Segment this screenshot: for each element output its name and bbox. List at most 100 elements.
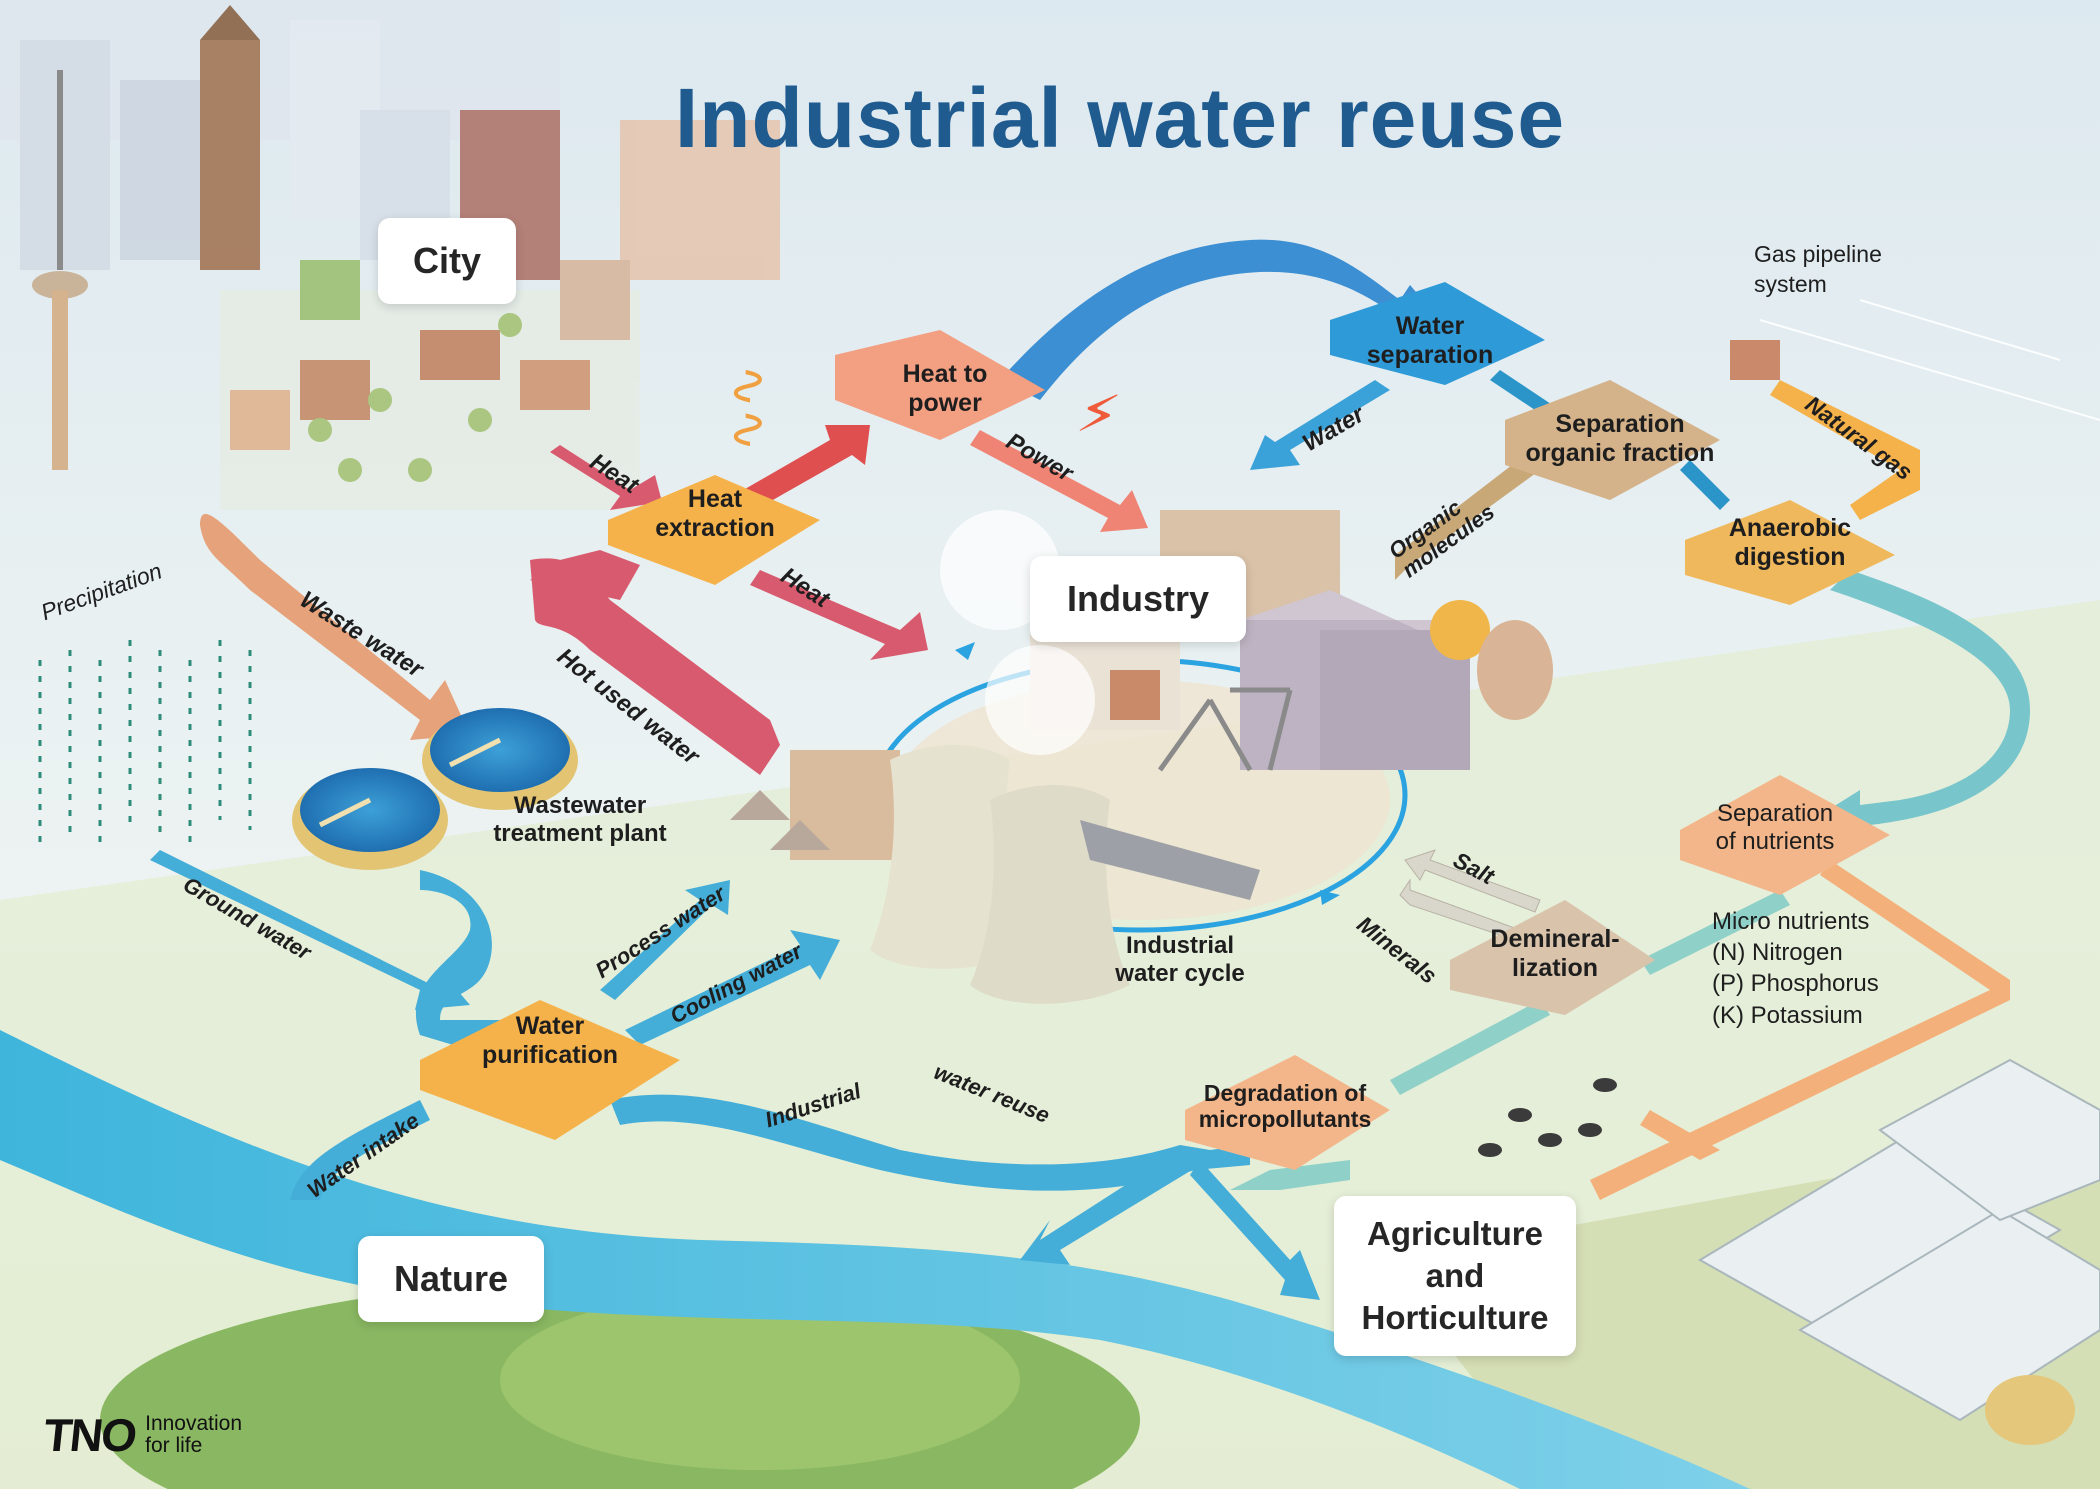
- wastewater-plant-line1: Wastewater: [513, 792, 647, 819]
- gas-pipeline-box: [1730, 340, 1780, 380]
- nutrient-potassium: (K) Potassium: [1712, 1001, 1863, 1029]
- degradation-line2: micropollutants: [1198, 1106, 1372, 1133]
- heat-extraction-line1: Heat: [687, 485, 743, 513]
- water-purification-line1: Water: [515, 1012, 585, 1040]
- tv-tower: [32, 70, 88, 470]
- heat-to-power-label: Heat to power: [870, 360, 1020, 418]
- micro-nutrients-list: Micro nutrients (N) Nitrogen (P) Phospho…: [1712, 906, 1879, 1031]
- heat-to-power-line1: Heat to: [902, 360, 988, 388]
- micro-nutrients-heading: Micro nutrients: [1712, 908, 1870, 935]
- water-purification-line2: purification: [481, 1040, 619, 1069]
- natural-gas-arrow: [1770, 380, 1920, 520]
- demineralization-label: Demineral- lization: [1480, 925, 1630, 983]
- agriculture-label-1: Agriculture: [1366, 1214, 1544, 1252]
- industrial-cycle-line1: Industrial: [1125, 932, 1234, 959]
- city-label: City: [412, 240, 481, 281]
- plate-anaerobic: [1685, 500, 1895, 605]
- page-title: Industrial water reuse: [674, 71, 1566, 165]
- cows: [1478, 1078, 1617, 1157]
- precipitation-lines: [38, 640, 252, 850]
- plate-water-purification: [420, 1000, 680, 1140]
- degradation-to-demin: [1390, 1000, 1550, 1095]
- reuse-branch-right: [1190, 1160, 1320, 1300]
- separation-organic-line2: organic fraction: [1525, 438, 1715, 467]
- heat-to-power-line2: power: [908, 388, 982, 417]
- degradation-line1: Degradation of: [1203, 1080, 1367, 1106]
- water-separation-line1: Water: [1395, 312, 1465, 340]
- city-card: City: [378, 218, 516, 304]
- separation-organic-label: Separation organic fraction: [1510, 410, 1730, 468]
- industry-card: Industry: [1030, 556, 1246, 642]
- nature-label: Nature: [393, 1258, 509, 1299]
- demin-to-separation: [1640, 890, 1790, 975]
- hot-used-water-arrow: [530, 558, 780, 775]
- organic-molecules-arrow: [1395, 455, 1540, 580]
- demineralization-line1: Demineral-: [1490, 925, 1620, 953]
- nutrient-nitrogen: (N) Nitrogen: [1712, 939, 1843, 967]
- wwtp-outflow-arrow: [415, 870, 520, 1050]
- demineralization-line2: lization: [1511, 953, 1599, 982]
- plate-degradation: [1185, 1055, 1390, 1170]
- agri-feed-arrow: [1230, 1160, 1350, 1190]
- nutrient-pipe: [1590, 860, 2010, 1200]
- nature-card: Nature: [358, 1236, 544, 1322]
- agriculture-label-2: and: [1425, 1256, 1485, 1294]
- water-separation-label: Water separation: [1355, 312, 1505, 370]
- heat-extraction-label: Heat extraction: [640, 485, 790, 543]
- agriculture-label-3: Horticulture: [1361, 1299, 1549, 1337]
- separation-organic-line1: Separation: [1555, 410, 1685, 438]
- separation-nutrients-label: Separation of nutrients: [1700, 800, 1850, 855]
- water-purification-label: Water purification: [475, 1012, 625, 1070]
- heat-wave-icon: ∿∿: [718, 364, 779, 452]
- separation-nutrients-line2: of nutrients: [1715, 827, 1835, 855]
- gas-pipeline-line2: system: [1754, 270, 1827, 297]
- logo-tagline-2: for life: [145, 1434, 203, 1457]
- plate-separation-organic: [1505, 380, 1720, 500]
- crane: [1157, 687, 1293, 772]
- ground-water-arrow: [150, 850, 470, 1010]
- heat-right-arrow: [750, 570, 928, 660]
- gas-pipeline-line1: Gas pipeline: [1754, 241, 1882, 267]
- water-return-arrow: [1250, 380, 1390, 470]
- salt-arrow: [1404, 849, 1541, 913]
- tno-logo: TNO Innovation for life: [41, 1408, 243, 1462]
- river: [0, 1030, 1750, 1489]
- cooling-water-arrow: [625, 930, 840, 1045]
- heat-left-arrow: [550, 445, 662, 510]
- logo-tagline-1: Innovation: [145, 1411, 243, 1435]
- plate-heat-to-power: [835, 330, 1045, 440]
- anaerobic-line1: Anaerobic: [1728, 514, 1852, 542]
- nutrient-phosphorus: (P) Phosphorus: [1712, 970, 1879, 998]
- industrial-cycle-line2: water cycle: [1115, 959, 1245, 987]
- water-intake-arrow: [290, 1100, 430, 1200]
- plate-separation-nutrients: [1680, 775, 1890, 895]
- nutrient-loop-arrow: [1820, 570, 2030, 840]
- process-water-arrow: [600, 880, 730, 1000]
- greenhouses: [1698, 1058, 2100, 1422]
- power-arrow: [970, 430, 1148, 532]
- anaerobic-label: Anaerobic digestion: [1715, 514, 1865, 572]
- wastewater-plant-line2: treatment plant: [493, 819, 667, 847]
- top-loop-arrow: [1000, 239, 1440, 400]
- reuse-branch-down: [1020, 1150, 1200, 1265]
- water-separation-line2: separation: [1366, 340, 1494, 369]
- wastewater-plant-label: Wastewater treatment plant: [480, 792, 680, 847]
- ship: [1080, 820, 1260, 900]
- anaerobic-line2: digestion: [1734, 542, 1846, 571]
- plate-heat-extraction: [608, 475, 820, 585]
- logo-mark: TNO: [41, 1409, 138, 1461]
- plate-demineralization: [1450, 900, 1655, 1015]
- industry-label: Industry: [1066, 578, 1209, 619]
- industrial-reuse-arrow: [610, 1094, 1250, 1191]
- logo-tagline: Innovation for life: [145, 1411, 243, 1457]
- agriculture-card: Agriculture and Horticulture: [1334, 1196, 1576, 1356]
- waste-water-arrow: [200, 513, 470, 740]
- heat-extraction-line2: extraction: [655, 513, 775, 542]
- plate-water-separation: [1330, 282, 1545, 385]
- degradation-label: Degradation of micropollutants: [1180, 1080, 1390, 1133]
- industrial-cycle-label: Industrial water cycle: [1100, 932, 1260, 987]
- wastewater-tanks: [292, 708, 578, 870]
- gas-pipeline-label: Gas pipeline system: [1754, 240, 1882, 300]
- separation-nutrients-line1: Separation: [1716, 800, 1834, 827]
